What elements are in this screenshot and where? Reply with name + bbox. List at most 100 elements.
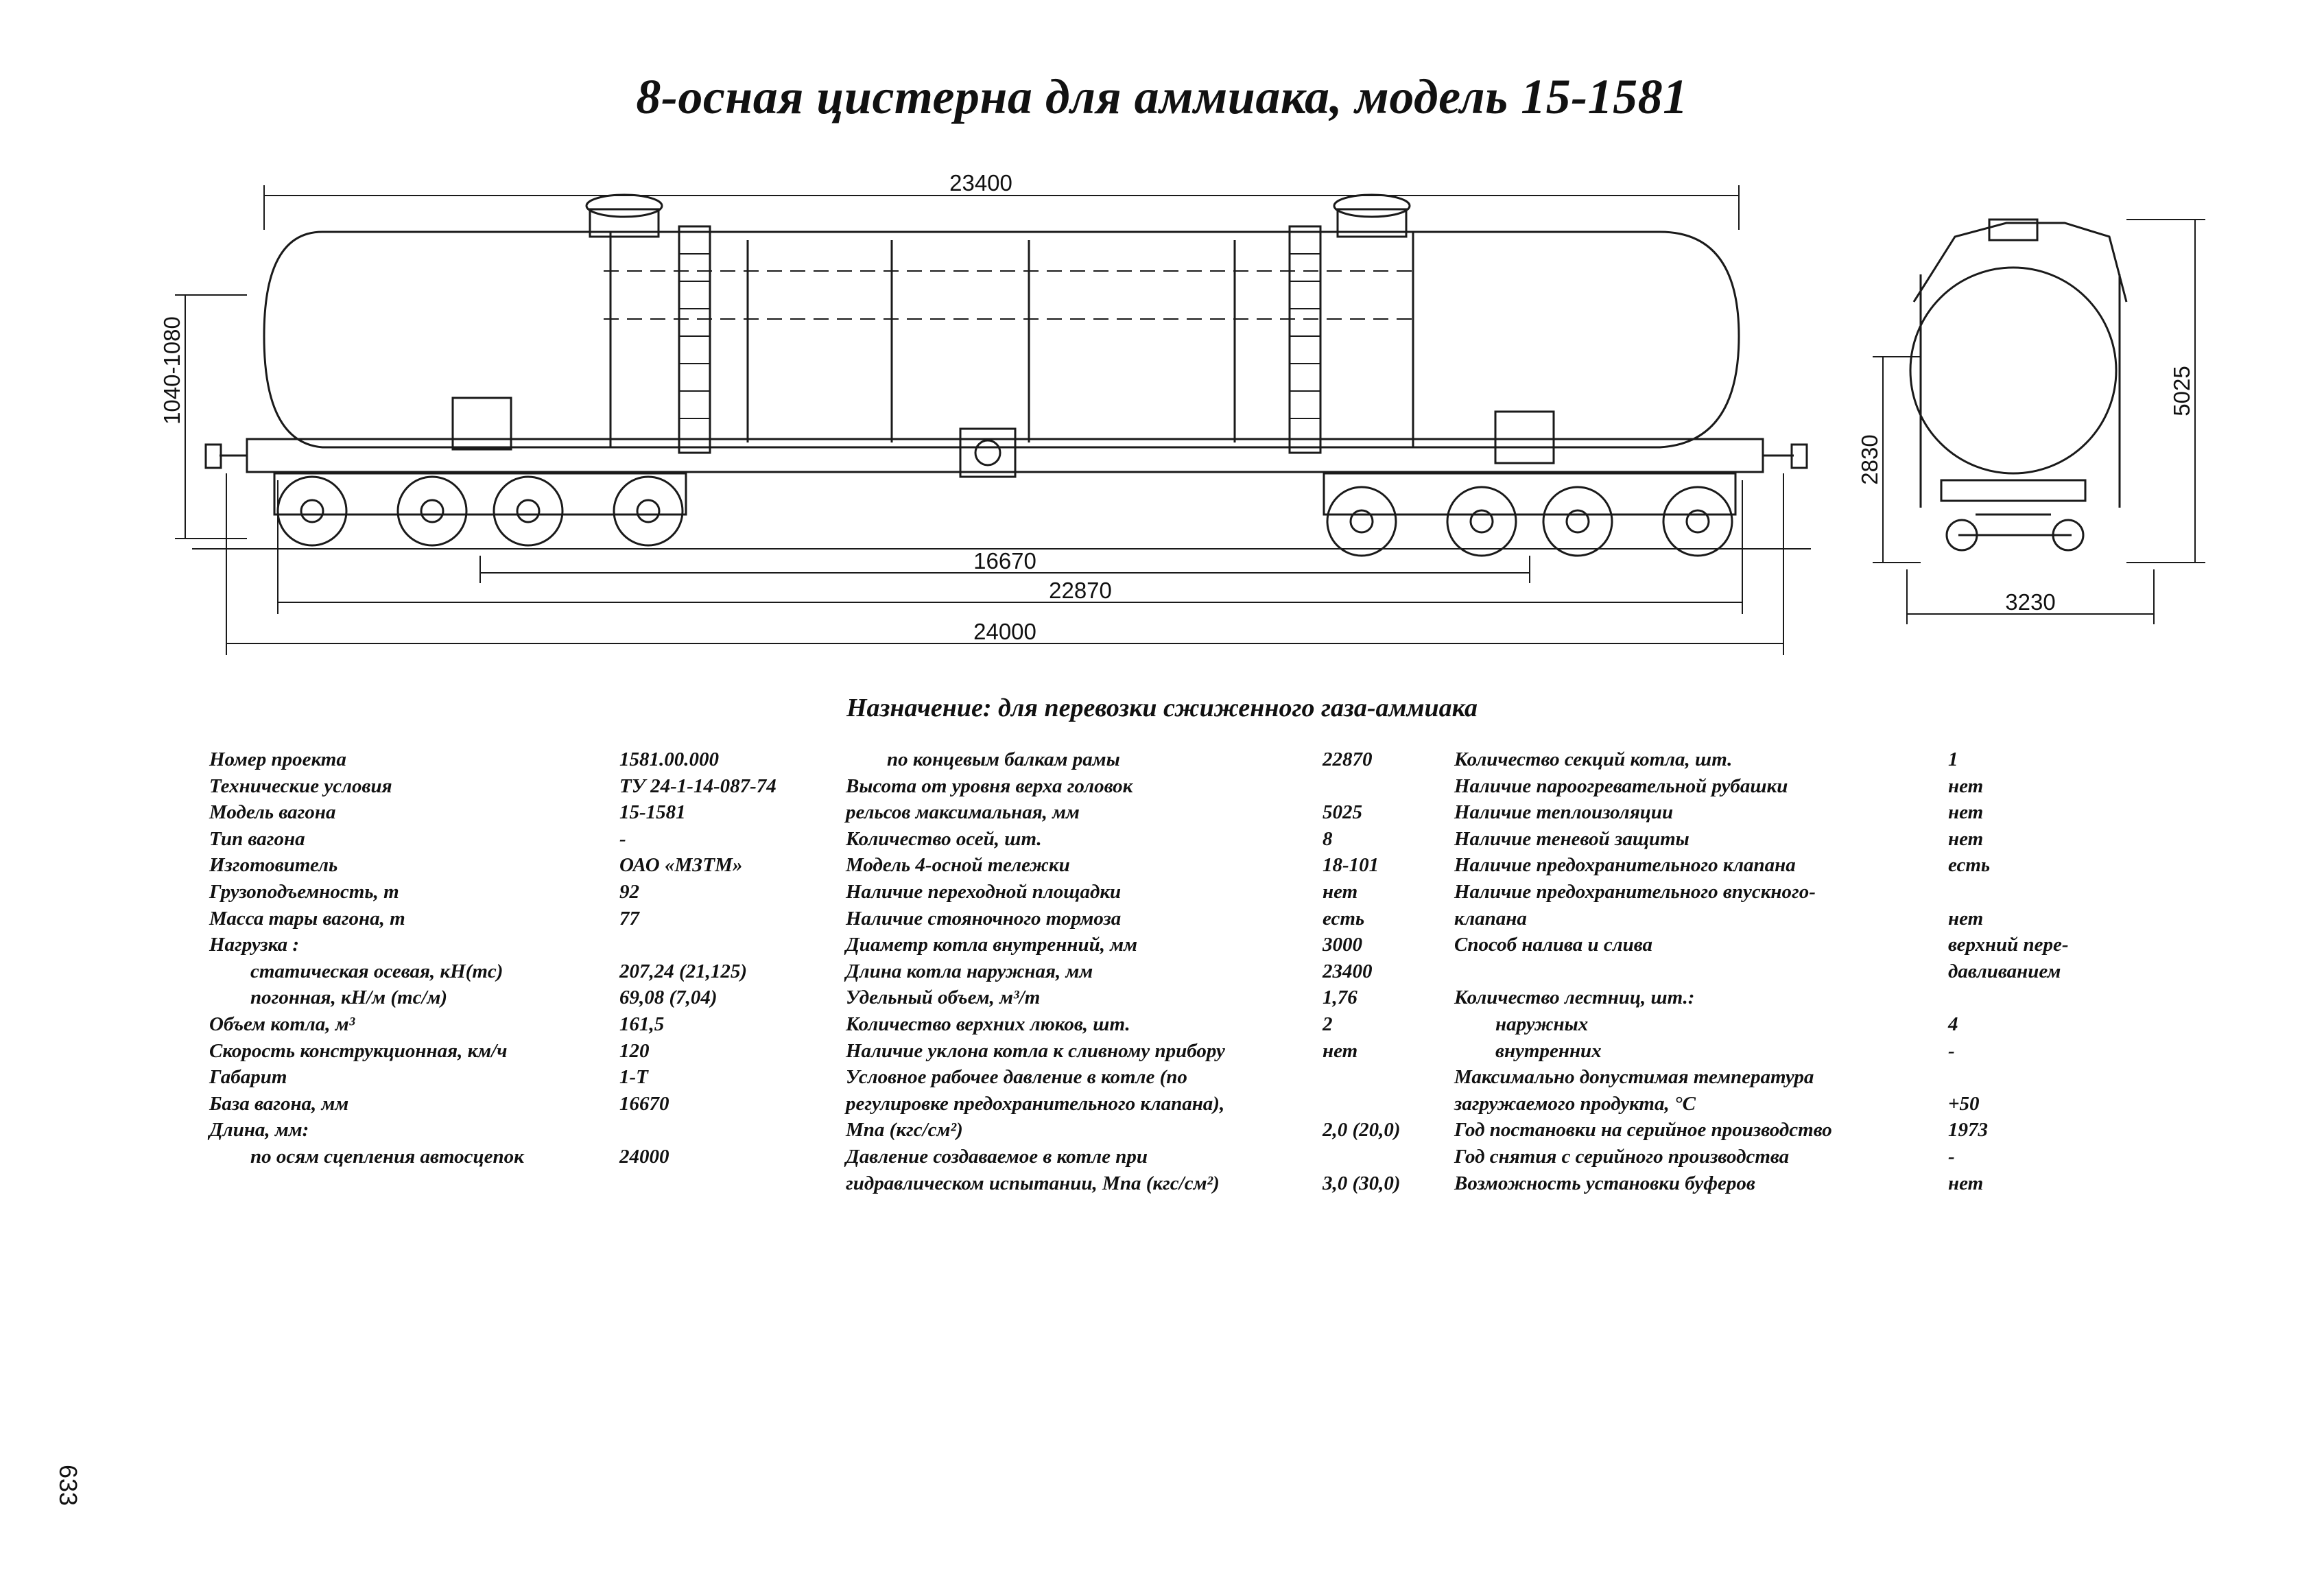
spec-value: 18-101 bbox=[1323, 854, 1379, 877]
spec-label: Количество верхних люков, шт. bbox=[846, 1013, 1130, 1035]
spec-value: 2,0 (20,0) bbox=[1323, 1119, 1401, 1142]
spec-value: нет bbox=[1323, 1039, 1358, 1062]
spec-row: загружаемого продукта, °С +50 bbox=[1454, 1091, 2113, 1118]
spec-label: загружаемого продукта, °С bbox=[1454, 1092, 1696, 1115]
dim-base: 16670 bbox=[973, 548, 1036, 574]
spec-value: 69,08 (7,04) bbox=[619, 986, 718, 1009]
spec-row: Высота от уровня верха головок bbox=[846, 773, 1449, 800]
spec-value: - bbox=[1948, 1039, 1955, 1062]
spec-label: Год снятия с серийного производства bbox=[1454, 1145, 1790, 1168]
spec-label: Количество секций котла, шт. bbox=[1454, 748, 1733, 770]
spec-label: Количество осей, шт. bbox=[846, 827, 1042, 850]
spec-value: нет bbox=[1948, 801, 1984, 824]
spec-label: База вагона, мм bbox=[209, 1092, 349, 1115]
dim-side-height: 2830 bbox=[1857, 434, 1882, 484]
spec-row: Габарит 1-Т bbox=[209, 1064, 827, 1091]
spec-label: Объем котла, м³ bbox=[209, 1013, 355, 1035]
spec-label: по осям сцепления автосцепок bbox=[250, 1145, 524, 1168]
spec-value: 2 bbox=[1323, 1013, 1333, 1035]
spec-label: наружных bbox=[1495, 1013, 1589, 1035]
dim-width: 3230 bbox=[2005, 589, 2055, 615]
spec-label: Габарит bbox=[209, 1066, 287, 1089]
spec-label: погонная, кН/м (тс/м) bbox=[250, 986, 448, 1009]
spec-value: 77 bbox=[619, 907, 639, 930]
spec-value: нет bbox=[1323, 880, 1358, 903]
spec-value: 207,24 (21,125) bbox=[619, 960, 748, 982]
spec-label: статическая осевая, кН(тс) bbox=[250, 960, 503, 982]
page-number: 633 bbox=[54, 1465, 82, 1507]
spec-label: Мпа (кгс/см²) bbox=[846, 1119, 963, 1142]
spec-row: внутренних- bbox=[1454, 1038, 2113, 1065]
spec-value: давливанием bbox=[1948, 960, 2061, 982]
spec-label: Наличие уклона котла к сливному прибору bbox=[846, 1039, 1225, 1062]
spec-label: Способ налива и слива bbox=[1454, 934, 1652, 956]
spec-value: 8 bbox=[1323, 827, 1333, 850]
dim-frame-length: 22870 bbox=[1049, 578, 1112, 603]
spec-row: погонная, кН/м (тс/м) 69,08 (7,04) bbox=[209, 984, 827, 1011]
spec-row: Мпа (кгс/см²) 2,0 (20,0) bbox=[846, 1117, 1449, 1144]
spec-value: 15-1581 bbox=[619, 801, 686, 824]
spec-label: Диаметр котла внутренний, мм bbox=[846, 934, 1137, 956]
spec-label: Тип вагона bbox=[209, 827, 305, 850]
spec-row: Диаметр котла внутренний, мм 3000 bbox=[846, 932, 1449, 958]
spec-value: ТУ 24-1-14-087-74 bbox=[619, 775, 776, 797]
dim-coupler-length: 24000 bbox=[973, 619, 1036, 644]
spec-row: Количество лестниц, шт.: bbox=[1454, 984, 2113, 1011]
spec-label: по концевым балкам рамы bbox=[887, 748, 1120, 770]
spec-row: гидравлическом испытании, Мпа (кгс/см²)3… bbox=[846, 1170, 1449, 1197]
spec-label: Наличие теплоизоляции bbox=[1454, 801, 1674, 824]
spec-row: статическая осевая, кН(тс) 207,24 (21,125… bbox=[209, 958, 827, 985]
spec-value: нет bbox=[1948, 827, 1984, 850]
spec-row: Тип вагона- bbox=[209, 826, 827, 853]
spec-label: рельсов максимальная, мм bbox=[846, 801, 1080, 824]
dim-height-left: 1040-1080 bbox=[159, 316, 185, 425]
spec-label: Наличие стояночного тормоза bbox=[846, 907, 1122, 930]
spec-row: Количество осей, шт. 8 bbox=[846, 826, 1449, 853]
spec-label: регулировке предохранительного клапана), bbox=[846, 1092, 1225, 1115]
spec-row: Наличие пароогревательной рубашки нет bbox=[1454, 773, 2113, 800]
spec-value: нет bbox=[1948, 1172, 1984, 1194]
spec-value: 1-Т bbox=[619, 1066, 648, 1089]
spec-row: давливанием bbox=[1454, 958, 2113, 985]
spec-label: Наличие предохранительного клапана bbox=[1454, 854, 1796, 877]
spec-value: есть bbox=[1948, 854, 1991, 877]
dim-overall-tank: 23400 bbox=[949, 170, 1012, 196]
spec-label: Год постановки на серийное производство bbox=[1454, 1119, 1832, 1142]
spec-row: Нагрузка : bbox=[209, 932, 827, 958]
spec-value: 92 bbox=[619, 880, 639, 903]
spec-row: Количество секций котла, шт. 1 bbox=[1454, 746, 2113, 773]
dim-total-height: 5025 bbox=[2169, 366, 2194, 416]
spec-value: +50 bbox=[1948, 1092, 1980, 1115]
tank-end-view bbox=[1909, 266, 2118, 475]
spec-label: Номер проекта bbox=[209, 748, 346, 770]
spec-row: Год снятия с серийного производства- bbox=[1454, 1144, 2113, 1170]
spec-row: Количество верхних люков, шт. 2 bbox=[846, 1011, 1449, 1038]
spec-label: Нагрузка : bbox=[209, 934, 300, 956]
spec-value: 5025 bbox=[1323, 801, 1362, 824]
spec-value: 1 bbox=[1948, 748, 1958, 770]
spec-value: 3,0 (30,0) bbox=[1323, 1172, 1401, 1194]
spec-label: Максимально допустимая температура bbox=[1454, 1066, 1814, 1089]
spec-row: рельсов максимальная, мм 5025 bbox=[846, 799, 1449, 826]
tank-car-drawing: 23400 1040-1080 16670 22870 24000 2830 5… bbox=[159, 170, 2205, 655]
spec-value: 23400 bbox=[1323, 960, 1373, 982]
spec-value: 120 bbox=[619, 1039, 650, 1062]
spec-row: Наличие теплоизоляции нет bbox=[1454, 799, 2113, 826]
spec-label: клапана bbox=[1454, 907, 1527, 930]
spec-value: 3000 bbox=[1323, 934, 1362, 956]
spec-label: Условное рабочее давление в котле (по bbox=[846, 1066, 1187, 1089]
spec-label: Наличие пароогревательной рубашки bbox=[1454, 775, 1788, 797]
spec-label: Давление создаваемое в котле при bbox=[846, 1145, 1148, 1168]
spec-value: нет bbox=[1948, 775, 1984, 797]
